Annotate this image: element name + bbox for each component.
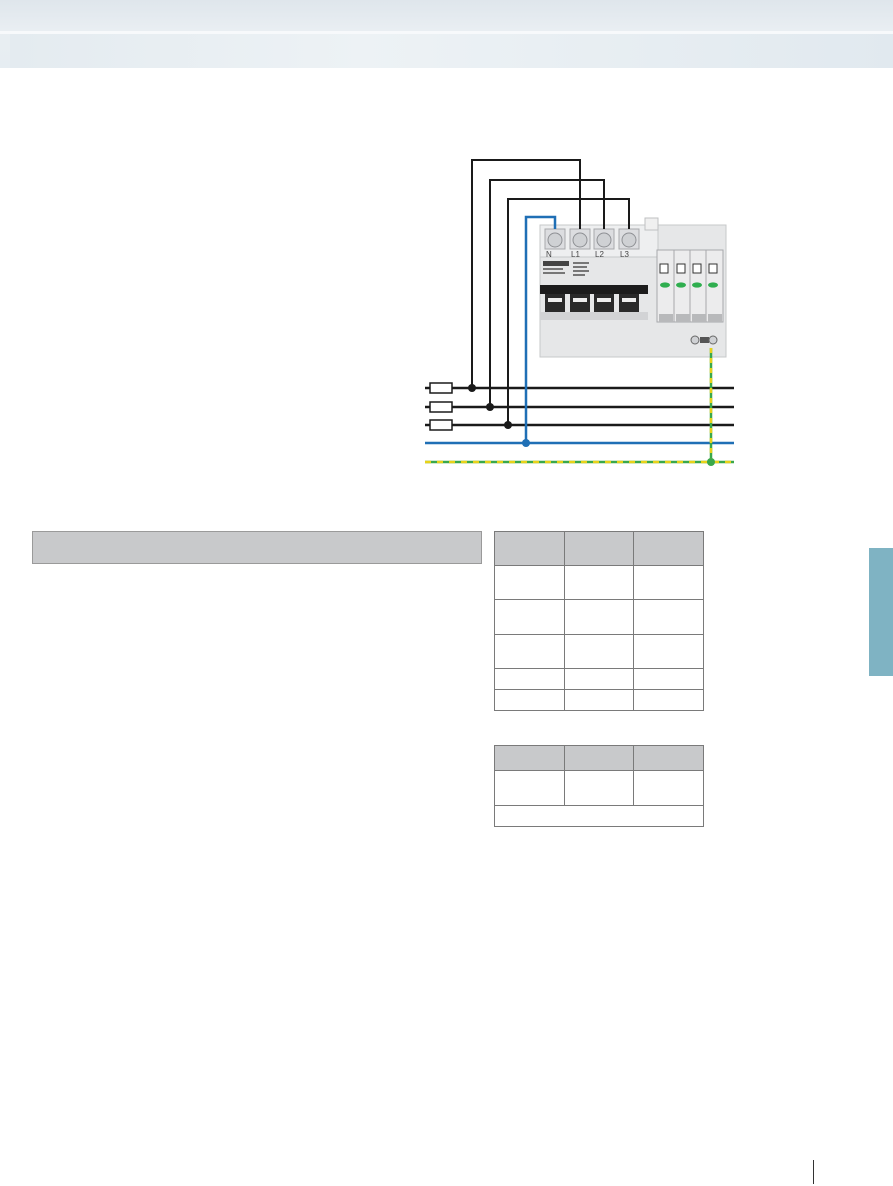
table-cell — [563, 668, 635, 690]
table-cell — [633, 565, 704, 600]
table-cell — [563, 634, 635, 669]
fuse-icon — [429, 382, 453, 394]
status-led — [692, 282, 702, 288]
table-cell — [494, 634, 565, 669]
table-row — [494, 565, 704, 600]
table-header-cell — [633, 745, 704, 771]
table-header-row — [494, 531, 704, 566]
table-header-cell — [494, 531, 565, 566]
spec-table-1 — [494, 531, 704, 711]
table-cell — [563, 565, 635, 600]
spec-table-2 — [494, 745, 704, 827]
fuse-carriers — [545, 294, 639, 312]
table-header-cell — [563, 531, 635, 566]
table-header-cell — [563, 745, 635, 771]
table-header-cell — [633, 531, 704, 566]
terminal-label-l2: L2 — [595, 250, 604, 259]
table-cell — [563, 599, 635, 635]
junction-dot — [468, 384, 476, 392]
tap-wires — [471, 159, 713, 462]
table-row — [494, 770, 704, 806]
busbars — [425, 386, 734, 464]
table-header-row — [494, 745, 704, 771]
table-cell — [633, 599, 704, 635]
table-cell — [563, 689, 635, 711]
header-glare — [10, 34, 893, 68]
section-heading-bar — [32, 531, 482, 564]
table-cell — [633, 668, 704, 690]
header-band — [0, 0, 893, 68]
pe-terminal-screw — [690, 335, 700, 345]
table-row — [494, 634, 704, 669]
terminal-label-l1: L1 — [571, 250, 580, 259]
header-stripe — [0, 31, 893, 34]
table-row — [494, 689, 704, 711]
table-cell — [494, 689, 565, 711]
status-led — [708, 282, 718, 288]
terminal-label-l3: L3 — [620, 250, 629, 259]
table-cell — [494, 565, 565, 600]
table-cell — [494, 805, 704, 827]
wire-l1 — [471, 159, 581, 388]
table-row — [494, 805, 704, 827]
table-cell — [633, 634, 704, 669]
table-cell — [563, 770, 635, 806]
junction-dot — [522, 439, 530, 447]
surge-protection-device: N L1 L2 L3 — [539, 217, 727, 358]
table-row — [494, 599, 704, 635]
table-cell — [633, 770, 704, 806]
table-cell — [494, 668, 565, 690]
side-section-tab[interactable] — [869, 548, 893, 676]
wire-l2 — [489, 179, 605, 407]
status-led — [676, 282, 686, 288]
arrester-modules — [656, 249, 724, 323]
terminal-screws — [544, 228, 640, 250]
page-number-rule — [813, 1160, 814, 1184]
table-cell — [494, 770, 565, 806]
wire-n — [524, 215, 557, 443]
fuse-icon — [429, 401, 453, 413]
table-cell — [494, 599, 565, 635]
junction-dots — [468, 384, 715, 466]
table-header-cell — [494, 745, 565, 771]
fuse-icon — [429, 419, 453, 431]
table-row — [494, 668, 704, 690]
wiring-diagram: N L1 L2 L3 — [425, 159, 734, 466]
pe-terminal-screw — [708, 335, 718, 345]
junction-dot — [486, 403, 494, 411]
junction-dot — [504, 421, 512, 429]
line-fuses — [429, 382, 453, 431]
table-cell — [633, 689, 704, 711]
terminal-label-n: N — [546, 250, 552, 259]
wire-l3 — [507, 198, 630, 425]
junction-dot — [707, 458, 715, 466]
status-led — [660, 282, 670, 288]
